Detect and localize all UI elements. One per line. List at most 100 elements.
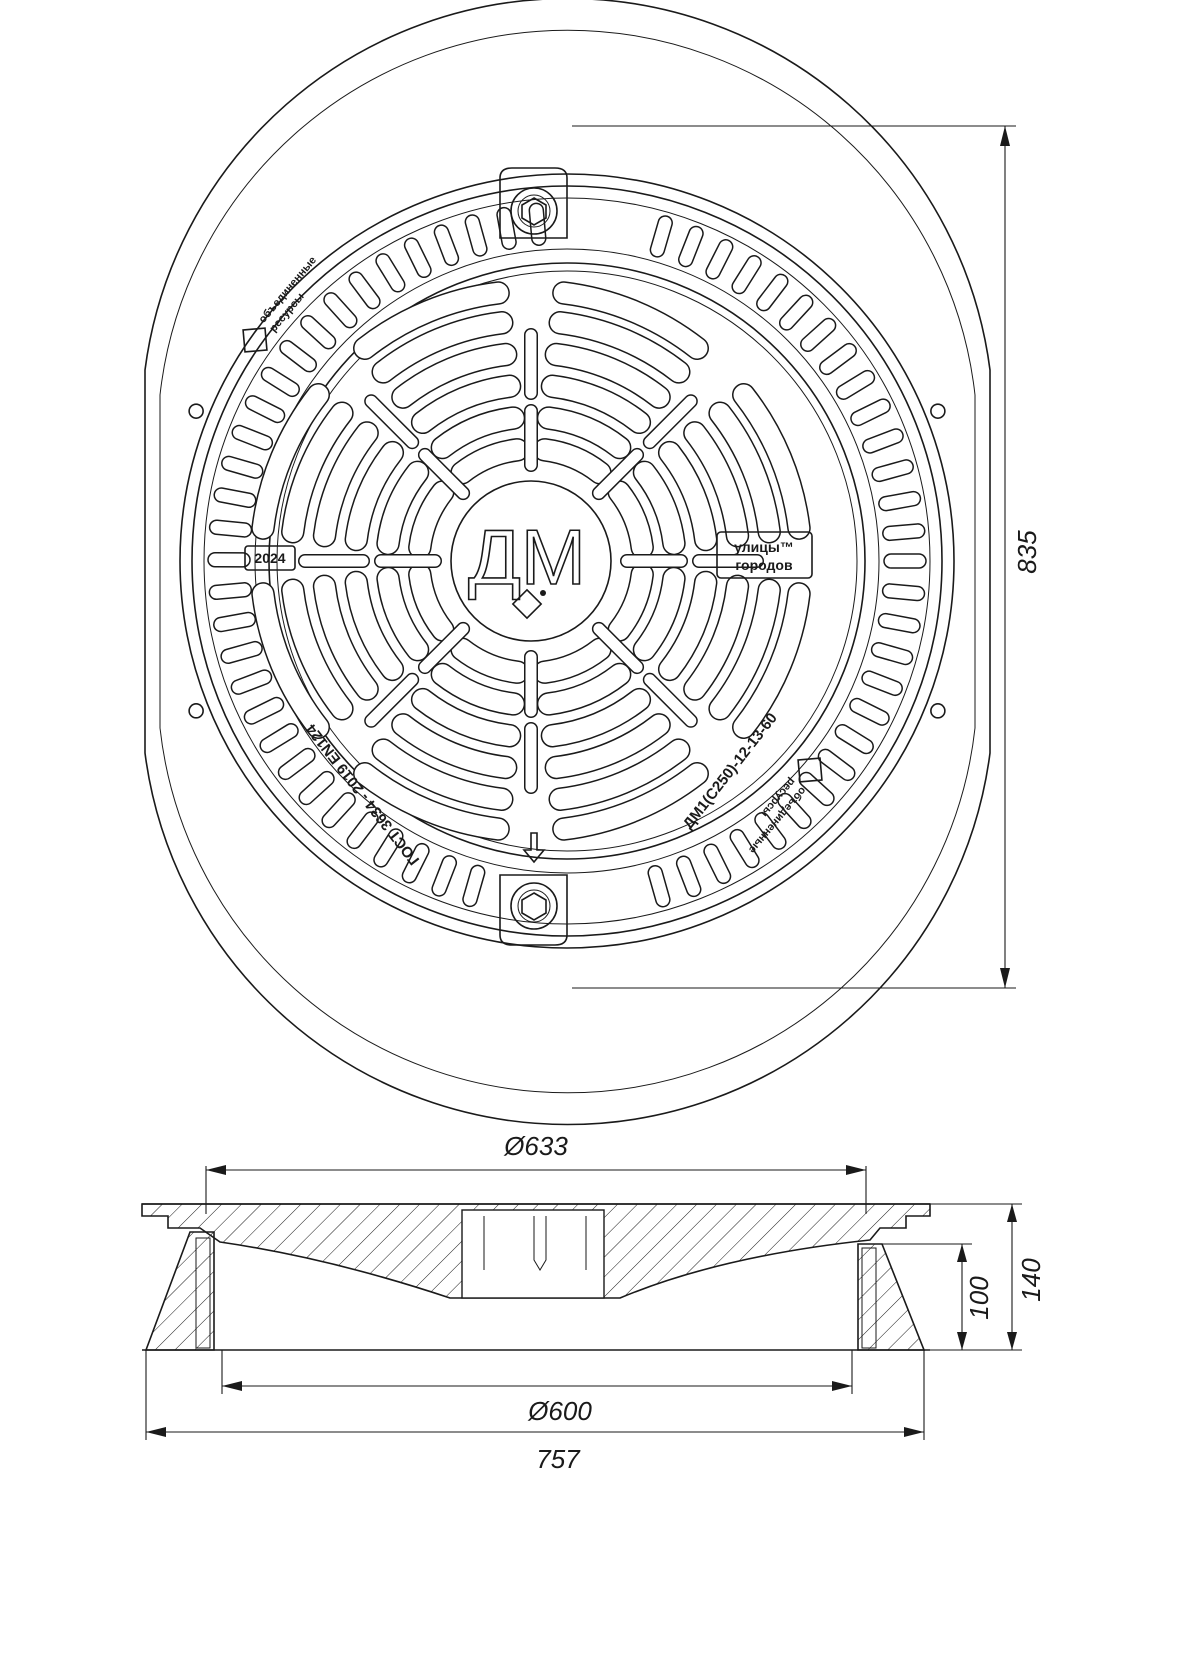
grid-slot (410, 687, 522, 748)
grid-slot (353, 281, 510, 360)
bolt-hole (188, 403, 204, 419)
vent-slot (677, 225, 704, 268)
grid-slot (732, 582, 811, 739)
brand-mark-bottom: городов (735, 557, 793, 573)
perimeter-vent-slots (207, 202, 927, 908)
frame-section-right (857, 1243, 926, 1351)
grid-slot (548, 311, 691, 384)
vent-slot (221, 455, 264, 479)
vent-slot (300, 314, 337, 350)
vent-slot (243, 696, 285, 725)
lock-bolt-bottom-icon (510, 882, 558, 930)
vent-slot (835, 369, 876, 400)
vent-slot (729, 828, 760, 869)
vent-slot (323, 292, 358, 329)
grid-slot (544, 713, 671, 780)
grid-slot (371, 738, 514, 811)
vent-slot (231, 424, 274, 451)
frame-outer-contour (144, 0, 991, 1126)
grid-slot (708, 578, 781, 721)
grid-slot (548, 738, 691, 811)
vent-slot (403, 237, 432, 279)
bolt-hole (930, 703, 946, 719)
grid-slot (410, 374, 522, 435)
vent-slot (777, 792, 812, 830)
vent-slot (883, 553, 927, 569)
grid-slot (344, 570, 405, 682)
year-mark: 2024 (254, 550, 285, 566)
grid-slot (251, 383, 330, 540)
vent-slot (861, 670, 903, 697)
grid-slot (312, 574, 379, 701)
lock-bolt-top-icon (510, 187, 558, 235)
hinge-lug-top (499, 167, 568, 239)
vent-slot (878, 490, 922, 512)
open-direction-arrow-icon (522, 832, 546, 864)
frame-section-left (144, 1231, 215, 1351)
grid-slot (657, 570, 718, 682)
vent-slot (754, 812, 787, 850)
vent-slot (462, 864, 486, 908)
vent-slot (649, 215, 673, 258)
vent-slot (703, 843, 732, 885)
vent-slot (496, 206, 517, 250)
cover-slot-ring-inner (254, 248, 880, 874)
svg-text:Ø633: Ø633 (503, 1131, 568, 1161)
vent-slot (731, 255, 762, 295)
vent-slot (800, 317, 837, 352)
grid-slot (544, 342, 671, 409)
grid-slot (540, 374, 652, 435)
vent-slot (870, 642, 914, 666)
cover-radial-ribs (298, 328, 764, 794)
vent-slot (817, 748, 856, 782)
vent-slot (321, 792, 356, 829)
grid-slot (552, 762, 709, 841)
bolt-hole (188, 703, 204, 719)
vent-slot (401, 842, 430, 884)
cover-grid-slots (251, 281, 811, 841)
grid-slot (344, 440, 405, 552)
vent-slot (220, 640, 263, 665)
vent-slot (375, 253, 406, 293)
svg-text:140: 140 (1016, 1258, 1046, 1302)
vent-slot (882, 523, 926, 542)
grid-slot (391, 713, 518, 780)
vent-slot (260, 366, 300, 398)
vent-slot (834, 723, 874, 755)
frame-inner-contour (159, 29, 976, 1094)
vent-slot (431, 855, 458, 897)
cover-band-ring (268, 262, 866, 860)
vent-slot (208, 519, 253, 538)
grid-slot (251, 582, 330, 739)
frame-height-dimension: 100 (876, 1243, 994, 1350)
vent-slot (277, 747, 316, 781)
vent-slot (756, 273, 789, 312)
vent-slot (207, 552, 251, 568)
height-dimension: 835 (572, 125, 1042, 989)
vent-slot (244, 395, 286, 424)
opening-diameter-dimension: Ø600 (221, 1350, 853, 1426)
vent-slot (819, 342, 857, 376)
total-height-dimension: 140 (930, 1203, 1046, 1351)
vent-slot (348, 271, 381, 310)
grid-slot (657, 440, 718, 552)
svg-text:835: 835 (1012, 530, 1042, 574)
grid-slot (683, 421, 750, 548)
vent-slot (647, 865, 671, 908)
svg-text:757: 757 (536, 1444, 581, 1474)
grid-slot (540, 687, 652, 748)
grid-slot (732, 383, 811, 540)
frame-bolt-holes (188, 403, 946, 719)
hinge-lug-bottom (499, 874, 568, 946)
svg-text:Ø600: Ø600 (527, 1396, 592, 1426)
vent-slot (259, 723, 299, 754)
vent-slot (850, 398, 891, 427)
grid-slot (391, 342, 518, 409)
vent-slot (881, 583, 926, 602)
plan-view: ДМ 2024 улицы™ городов объединенные ресу… (144, 0, 1042, 1126)
bolt-hole (930, 403, 946, 419)
brand-mark-top: улицы™ (734, 539, 794, 555)
vent-slot (862, 428, 904, 454)
vent-slot (213, 611, 257, 633)
vent-slot (778, 294, 814, 331)
